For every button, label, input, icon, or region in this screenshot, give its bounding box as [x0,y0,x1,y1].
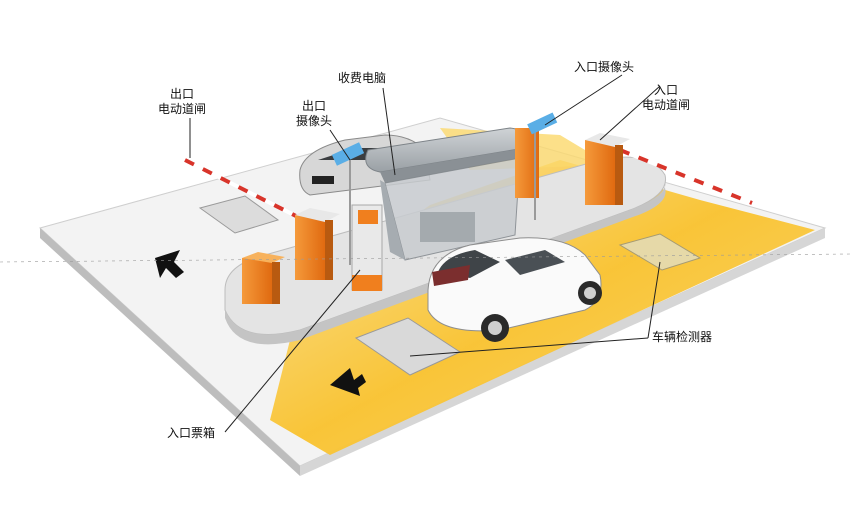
entry-camera-label: 入口摄像头 [574,60,635,74]
entry-arrow-icon [330,368,366,396]
camera-poles [331,112,558,265]
vehicle-detector-label: 车辆检测器 [652,330,713,344]
guide-line [0,253,850,263]
entry-ticket-box [351,204,383,291]
exit-ticket-box [242,252,285,304]
white-car [427,237,602,342]
exit-camera-label: 出口 摄像头 [296,99,333,128]
exit-arrow-icon [155,250,184,278]
leader-lines [189,74,661,433]
toll-booth [365,127,527,261]
barrier-arms [184,148,753,220]
entry-gate-label: 入口 电动道闸 [642,83,691,112]
exit-gate-cabinet [295,208,340,280]
entry-gate-cabinet [585,133,630,205]
exit-gate-label: 出口 电动道闸 [158,87,207,116]
entry-ticket-box-label: 入口票箱 [167,426,216,440]
toll-pc-label: 收费电脑 [338,71,387,85]
